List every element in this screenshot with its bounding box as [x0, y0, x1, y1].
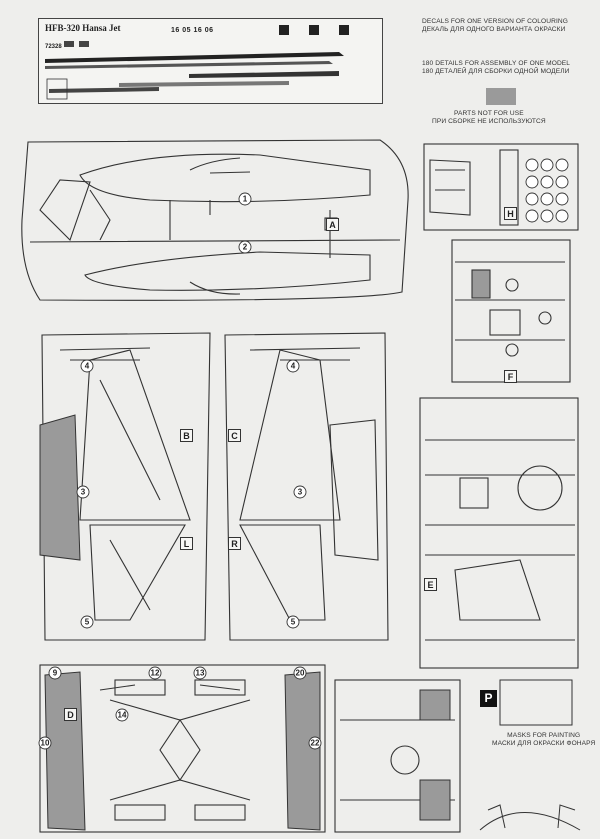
- details-legend: 180 DETAILS FOR ASSEMBLY OF ONE MODEL 18…: [422, 60, 570, 76]
- svg-text:4: 4: [291, 362, 296, 371]
- sprue-letter-a: A: [326, 218, 339, 231]
- svg-text:22: 22: [311, 739, 320, 748]
- parts-legend: PARTS NOT FOR USE ПРИ СБОРКЕ НЕ ИСПОЛЬЗУ…: [432, 110, 546, 126]
- decals-legend-en: DECALS FOR ONE VERSION OF COLOURING: [422, 18, 569, 25]
- svg-text:5: 5: [85, 618, 90, 627]
- decal-title: HFB-320 Hansa Jet: [45, 23, 121, 33]
- svg-text:13: 13: [196, 669, 205, 678]
- sprue-letter-f: F: [504, 370, 517, 383]
- right-lower-wing: [239, 524, 326, 621]
- svg-text:2: 2: [243, 243, 248, 252]
- svg-text:9: 9: [53, 669, 58, 678]
- decal-numbers: 16 05 16 06: [171, 27, 214, 34]
- sprue-letter-e: E: [424, 578, 437, 591]
- sprue-letter-b: B: [180, 429, 193, 442]
- sprue-letter-c: C: [228, 429, 241, 442]
- right-upper-wing: [239, 349, 341, 521]
- sprue-f-frame: [451, 239, 571, 383]
- masks-drawing: [479, 679, 581, 831]
- sprue-h-frame: [423, 143, 579, 231]
- svg-text:4: 4: [85, 362, 90, 371]
- parts-not-for-use-swatch: [486, 88, 516, 105]
- sprue-cr-frame: [224, 332, 389, 641]
- parts-legend-en: PARTS NOT FOR USE: [453, 110, 524, 117]
- sprue-g-frame: [334, 679, 461, 833]
- sprue-letter-l: L: [180, 537, 193, 550]
- parts-legend-ru: ПРИ СБОРКЕ НЕ ИСПОЛЬЗУЮТСЯ: [432, 118, 546, 125]
- sprue-d-frame: [39, 664, 326, 833]
- sprue-d-shaded-right: [284, 671, 321, 831]
- svg-text:10: 10: [41, 739, 50, 748]
- details-legend-en: 180 DETAILS FOR ASSEMBLY OF ONE MODEL: [422, 60, 571, 67]
- decals-legend: DECALS FOR ONE VERSION OF COLOURING ДЕКА…: [422, 18, 568, 34]
- sprue-letter-d: D: [64, 708, 77, 721]
- left-lower-wing: [89, 524, 186, 621]
- sprue-a-frame: [21, 139, 409, 301]
- masks-legend: MASKS FOR PAINTING МАСКИ ДЛЯ ОКРАСКИ ФОН…: [492, 732, 595, 748]
- decal-artwork: [45, 25, 349, 100]
- svg-text:3: 3: [81, 488, 86, 497]
- part-numbers: 1 2 4 3 5 4 3 5 9 12 13 20 10 14 22: [38, 192, 322, 750]
- details-legend-ru: 180 ДЕТАЛЕЙ ДЛЯ СБОРКИ ОДНОЙ МОДЕЛИ: [422, 68, 570, 75]
- sprue-d-shaded-left: [44, 671, 86, 831]
- decal-sheet: HFB-320 Hansa Jet 72328 16 05 16 06: [38, 18, 383, 104]
- decals-legend-ru: ДЕКАЛЬ ДЛЯ ОДНОГО ВАРИАНТА ОКРАСКИ: [422, 26, 566, 33]
- svg-text:14: 14: [118, 711, 127, 720]
- left-upper-wing: [79, 349, 191, 521]
- fuselage-half-2: [84, 251, 371, 291]
- masks-legend-en: MASKS FOR PAINTING: [507, 732, 581, 739]
- fuselage-half-1: [79, 153, 371, 203]
- left-shaded-part: [39, 414, 81, 561]
- svg-text:1: 1: [243, 195, 248, 204]
- sprue-h-parts: [525, 158, 569, 223]
- svg-text:3: 3: [298, 488, 303, 497]
- svg-text:20: 20: [296, 669, 305, 678]
- decal-code: 72328: [45, 44, 62, 50]
- sprue-letter-r: R: [228, 537, 241, 550]
- masks-letter-p: P: [480, 690, 497, 707]
- cross-decals: [279, 25, 349, 35]
- svg-text:5: 5: [291, 618, 296, 627]
- masks-legend-ru: МАСКИ ДЛЯ ОКРАСКИ ФОНАРЯ: [492, 740, 596, 747]
- sprue-e-frame: [419, 397, 579, 669]
- svg-text:12: 12: [151, 669, 160, 678]
- sprue-letter-h: H: [504, 207, 517, 220]
